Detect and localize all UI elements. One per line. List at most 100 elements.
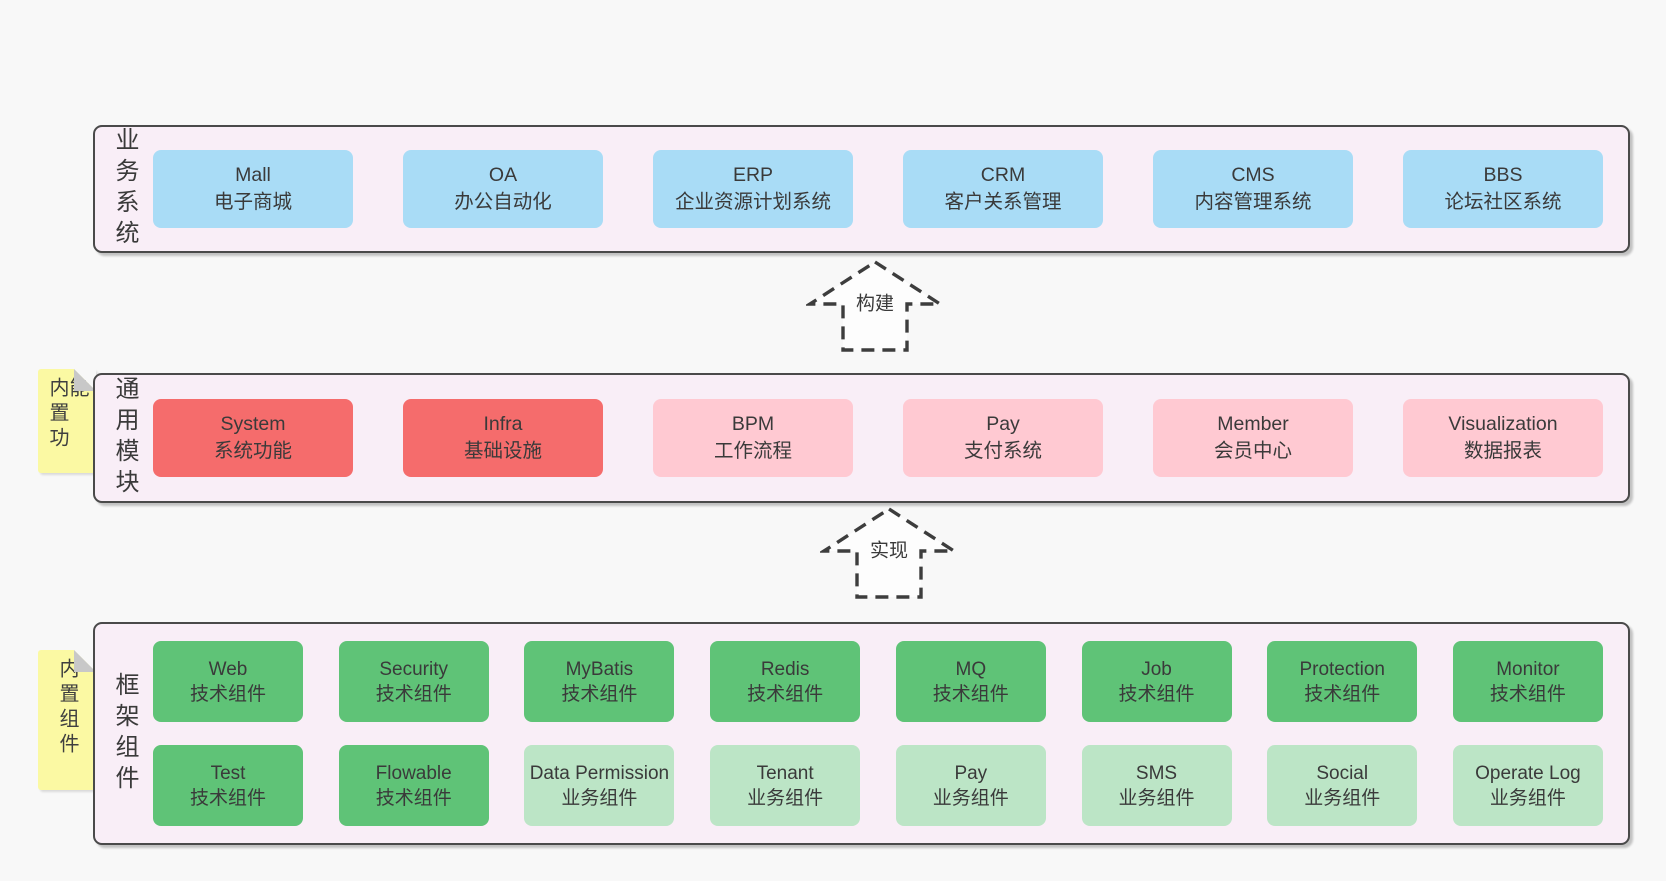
module-desc: 技术组件 (189, 683, 266, 705)
module-desc: 基础设施 (463, 440, 542, 462)
box-mq: MQ 技术组件 (895, 641, 1046, 722)
section-label-common-modules: 通用模块 (111, 376, 138, 500)
section-business-systems: 业务系统 Mall 电子商城 OA 办公自动化 ERP 企业资源计划系统 CRM… (93, 125, 1630, 253)
module-name: CRM (980, 164, 1026, 186)
module-name: CMS (1231, 164, 1275, 186)
module-name: Flowable (375, 762, 452, 784)
module-name: ERP (732, 164, 774, 186)
module-desc: 会员中心 (1213, 440, 1292, 462)
module-desc: 技术组件 (932, 683, 1009, 705)
module-name: Mall (235, 164, 271, 186)
module-name: Data Permission (529, 762, 670, 784)
box-pay: Pay 业务组件 (895, 745, 1046, 826)
section-rows: System 系统功能 Infra 基础设施 BPM 工作流程 Pay 支付系统… (153, 375, 1603, 501)
module-desc: 业务组件 (1304, 787, 1381, 809)
section-framework-components: 框架组件 Web 技术组件 Security 技术组件 MyBatis 技术组件… (93, 622, 1630, 845)
box-crm: CRM 客户关系管理 (903, 150, 1103, 228)
module-name: BPM (731, 413, 775, 435)
arrow-label: 构建 (852, 287, 898, 317)
module-desc: 业务组件 (561, 787, 638, 809)
box-operate-log: Operate Log 业务组件 (1452, 745, 1603, 826)
module-desc: 系统功能 (213, 440, 292, 462)
box-flowable: Flowable 技术组件 (338, 745, 489, 826)
box-oa: OA 办公自动化 (403, 150, 603, 228)
module-row: Web 技术组件 Security 技术组件 MyBatis 技术组件 Redi… (153, 641, 1603, 722)
module-name: MQ (955, 658, 987, 680)
arrow-build: 构建 (806, 258, 944, 354)
module-name: Operate Log (1475, 762, 1581, 784)
section-rows: Mall 电子商城 OA 办公自动化 ERP 企业资源计划系统 CRM 客户关系… (153, 127, 1603, 251)
module-name: Member (1217, 413, 1289, 435)
box-redis: Redis 技术组件 (710, 641, 861, 722)
module-name: System (220, 413, 286, 435)
module-desc: 业务组件 (932, 787, 1009, 809)
module-name: Infra (483, 413, 523, 435)
module-desc: 支付系统 (963, 440, 1042, 462)
module-row: Mall 电子商城 OA 办公自动化 ERP 企业资源计划系统 CRM 客户关系… (153, 150, 1603, 228)
module-desc: 技术组件 (561, 683, 638, 705)
box-bpm: BPM 工作流程 (653, 399, 853, 477)
box-job: Job 技术组件 (1081, 641, 1232, 722)
module-name: Test (210, 762, 246, 784)
module-name: Protection (1299, 658, 1385, 680)
sticky-note-label: 内置组件 (56, 658, 78, 758)
module-name: SMS (1135, 762, 1178, 784)
module-desc: 工作流程 (713, 440, 792, 462)
module-desc: 技术组件 (1304, 683, 1381, 705)
box-data-permission: Data Permission 业务组件 (524, 745, 675, 826)
module-desc: 业务组件 (747, 787, 824, 809)
module-desc: 内容管理系统 (1194, 191, 1312, 213)
module-desc: 技术组件 (1118, 683, 1195, 705)
module-desc: 企业资源计划系统 (674, 191, 831, 213)
module-name: MyBatis (565, 658, 634, 680)
box-visualization: Visualization 数据报表 (1403, 399, 1603, 477)
folded-corner-icon (74, 650, 96, 672)
module-desc: 客户关系管理 (944, 191, 1062, 213)
module-desc: 办公自动化 (454, 191, 552, 213)
box-protection: Protection 技术组件 (1267, 641, 1418, 722)
folded-corner-icon (74, 369, 96, 391)
box-bbs: BBS 论坛社区系统 (1403, 150, 1603, 228)
module-name: OA (488, 164, 518, 186)
box-tenant: Tenant 业务组件 (710, 745, 861, 826)
module-row: System 系统功能 Infra 基础设施 BPM 工作流程 Pay 支付系统… (153, 399, 1603, 477)
module-name: Redis (760, 658, 810, 680)
section-common-modules: 通用模块 System 系统功能 Infra 基础设施 BPM 工作流程 Pay… (93, 373, 1630, 503)
box-web: Web 技术组件 (153, 641, 303, 722)
sticky-note-built-in-components: 内置组件 (38, 650, 96, 790)
module-desc: 技术组件 (375, 683, 452, 705)
box-member: Member 会员中心 (1153, 399, 1353, 477)
module-desc: 技术组件 (1489, 683, 1566, 705)
box-monitor: Monitor 技术组件 (1452, 641, 1603, 722)
module-name: Security (379, 658, 449, 680)
module-desc: 论坛社区系统 (1444, 191, 1562, 213)
module-desc: 技术组件 (375, 787, 452, 809)
box-infra: Infra 基础设施 (403, 399, 603, 477)
module-name: BBS (1483, 164, 1523, 186)
module-desc: 技术组件 (189, 787, 266, 809)
module-row: Test 技术组件 Flowable 技术组件 Data Permission … (153, 745, 1603, 826)
module-name: Social (1316, 762, 1369, 784)
arrow-implement: 实现 (820, 505, 958, 601)
box-pay: Pay 支付系统 (903, 399, 1103, 477)
sticky-note-built-in-features: 内置功能 (38, 369, 96, 473)
section-label-business-systems: 业务系统 (111, 127, 138, 251)
section-rows: Web 技术组件 Security 技术组件 MyBatis 技术组件 Redi… (153, 624, 1603, 843)
box-mall: Mall 电子商城 (153, 150, 353, 228)
module-desc: 业务组件 (1118, 787, 1195, 809)
module-name: Pay (986, 413, 1020, 435)
module-name: Visualization (1448, 413, 1558, 435)
module-desc: 电子商城 (213, 191, 292, 213)
module-desc: 技术组件 (747, 683, 824, 705)
module-name: Web (208, 658, 248, 680)
box-mybatis: MyBatis 技术组件 (524, 641, 675, 722)
module-name: Monitor (1496, 658, 1560, 680)
box-system: System 系统功能 (153, 399, 353, 477)
box-security: Security 技术组件 (338, 641, 489, 722)
module-name: Pay (954, 762, 988, 784)
box-sms: SMS 业务组件 (1081, 745, 1232, 826)
box-erp: ERP 企业资源计划系统 (653, 150, 853, 228)
module-desc: 数据报表 (1463, 440, 1542, 462)
section-label-framework-components: 框架组件 (111, 671, 138, 796)
